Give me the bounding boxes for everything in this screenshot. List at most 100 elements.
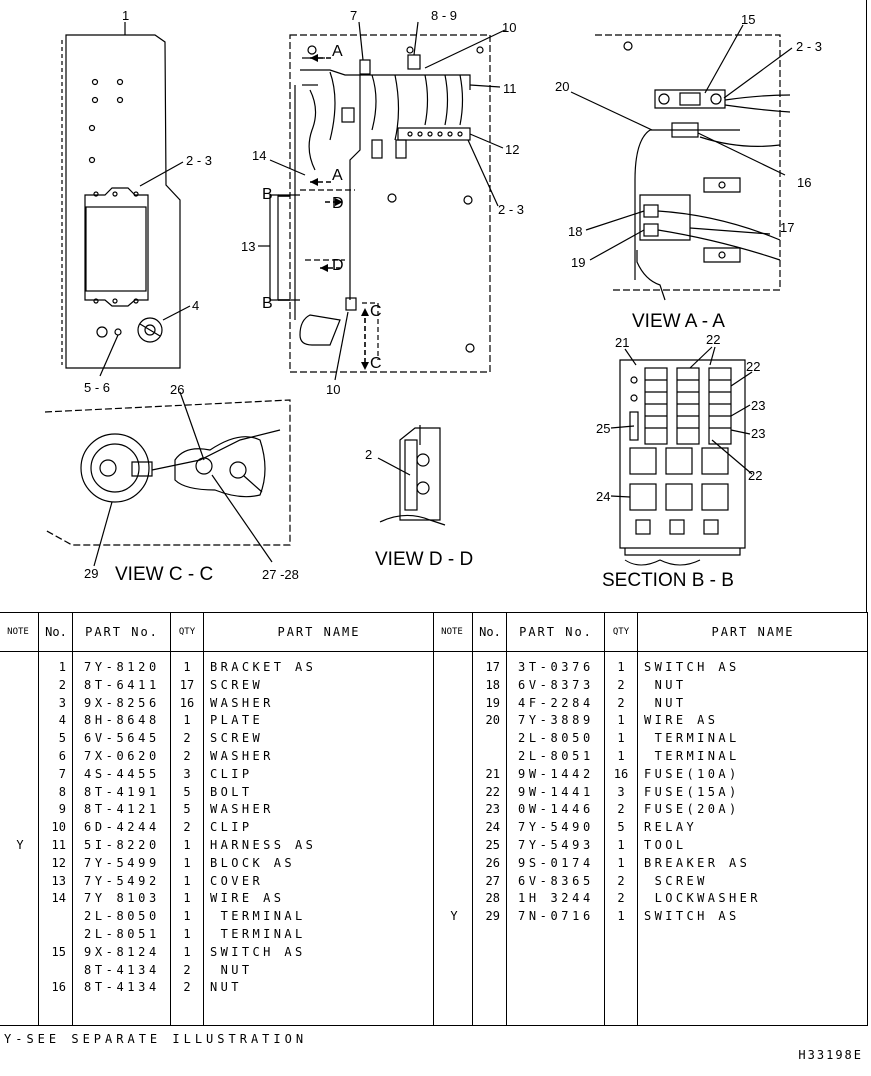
row-part-name: FUSE(10A) <box>644 766 740 781</box>
row-part-name: TERMINAL <box>210 926 306 941</box>
section-mark-a-bottom: A <box>332 167 343 184</box>
row-quantity: 2 <box>617 677 625 692</box>
row-quantity: 2 <box>617 891 625 906</box>
header-note: NOTE <box>441 627 463 637</box>
row-quantity: 1 <box>183 713 191 728</box>
row-number: 9 <box>58 802 66 817</box>
row-part-name: WIRE AS <box>210 891 285 906</box>
row-part-number: 8T-6411 <box>84 677 160 692</box>
row-number: 28 <box>485 891 500 906</box>
view-d-d-label: VIEW D - D <box>375 549 473 570</box>
row-number: 19 <box>485 695 500 710</box>
row-part-number: 9W-1441 <box>518 784 594 799</box>
row-number: 27 <box>485 873 500 888</box>
row-part-name: BRACKET AS <box>210 660 317 674</box>
callout-12: 12 <box>505 142 519 157</box>
page-edge <box>866 0 867 612</box>
row-quantity: 5 <box>617 820 625 835</box>
callout-2-3: 2 - 3 <box>186 153 212 168</box>
row-quantity: 1 <box>183 891 191 906</box>
callout-2: 2 <box>365 447 372 462</box>
section-b-b-drawing <box>610 346 753 566</box>
row-part-name: BREAKER AS <box>644 855 751 870</box>
bracket-drawing <box>61 22 191 377</box>
row-quantity: 1 <box>617 713 625 728</box>
panel-drawing <box>258 21 506 381</box>
row-number: 13 <box>51 873 66 888</box>
callout-23-a: 23 <box>751 398 765 413</box>
row-quantity: 2 <box>183 962 191 977</box>
row-part-name: TERMINAL <box>644 748 740 763</box>
row-part-name: FUSE(20A) <box>644 802 740 817</box>
row-part-number: 9W-1442 <box>518 766 594 781</box>
row-part-number: 7Y-3889 <box>518 713 594 728</box>
row-part-number: 2L-8051 <box>518 748 594 763</box>
row-part-name: TERMINAL <box>210 909 306 924</box>
header-part-no: PART No. <box>85 625 159 639</box>
row-part-name: WIRE AS <box>644 713 719 728</box>
callout-22-b: 22 <box>746 359 760 374</box>
row-quantity: 1 <box>617 837 625 852</box>
row-part-name: RELAY <box>644 820 698 835</box>
row-quantity: 2 <box>183 731 191 746</box>
row-number: 25 <box>485 837 500 852</box>
row-part-number: 7Y-5492 <box>84 873 160 888</box>
row-quantity: 1 <box>183 909 191 924</box>
row-number: 11 <box>51 837 66 852</box>
header-qty: QTY <box>612 627 630 637</box>
callout-13: 13 <box>241 239 255 254</box>
row-part-name: WASHER <box>210 695 274 710</box>
row-quantity: 2 <box>183 748 191 763</box>
row-part-name: BOLT <box>210 784 253 799</box>
row-number: 12 <box>51 855 66 870</box>
row-quantity: 1 <box>183 660 191 674</box>
row-part-number: 8T-4134 <box>84 962 160 977</box>
callout-4: 4 <box>192 298 199 313</box>
row-number: 22 <box>485 784 500 799</box>
section-mark-b-top: B <box>262 186 273 203</box>
view-a-a-label: VIEW A - A <box>632 311 725 332</box>
row-number: 20 <box>485 713 500 728</box>
callout-26: 26 <box>170 382 184 397</box>
callout-18: 18 <box>568 224 582 239</box>
row-number: 5 <box>58 731 66 746</box>
row-number: 10 <box>51 820 66 835</box>
callout-10-b: 10 <box>326 382 340 397</box>
row-part-number: 8T-4191 <box>84 784 160 799</box>
row-quantity: 2 <box>183 980 191 995</box>
row-quantity: 1 <box>617 855 625 870</box>
row-number: 14 <box>51 891 66 906</box>
row-number: 3 <box>58 695 66 710</box>
row-quantity: 2 <box>183 820 191 835</box>
footnote: Y-SEE SEPARATE ILLUSTRATION <box>4 1032 308 1046</box>
callout-7: 7 <box>350 8 357 23</box>
row-part-name: LOCKWASHER <box>644 891 761 906</box>
row-number: 16 <box>51 980 66 995</box>
callout-16: 16 <box>797 175 811 190</box>
callout-22-c: 22 <box>748 468 762 483</box>
callout-22-a: 22 <box>706 332 720 347</box>
row-number: 21 <box>485 766 500 781</box>
header-no: No. <box>479 625 501 639</box>
row-part-name: NUT <box>210 962 253 977</box>
header-qty: QTY <box>178 627 196 637</box>
row-quantity: 1 <box>617 748 625 763</box>
header-part-no: PART No. <box>519 625 593 639</box>
row-part-number: 8T-4134 <box>84 980 160 995</box>
header-part-name: PART NAME <box>277 625 361 639</box>
row-part-number: 4F-2284 <box>518 695 594 710</box>
row-part-name: NUT <box>210 980 242 995</box>
